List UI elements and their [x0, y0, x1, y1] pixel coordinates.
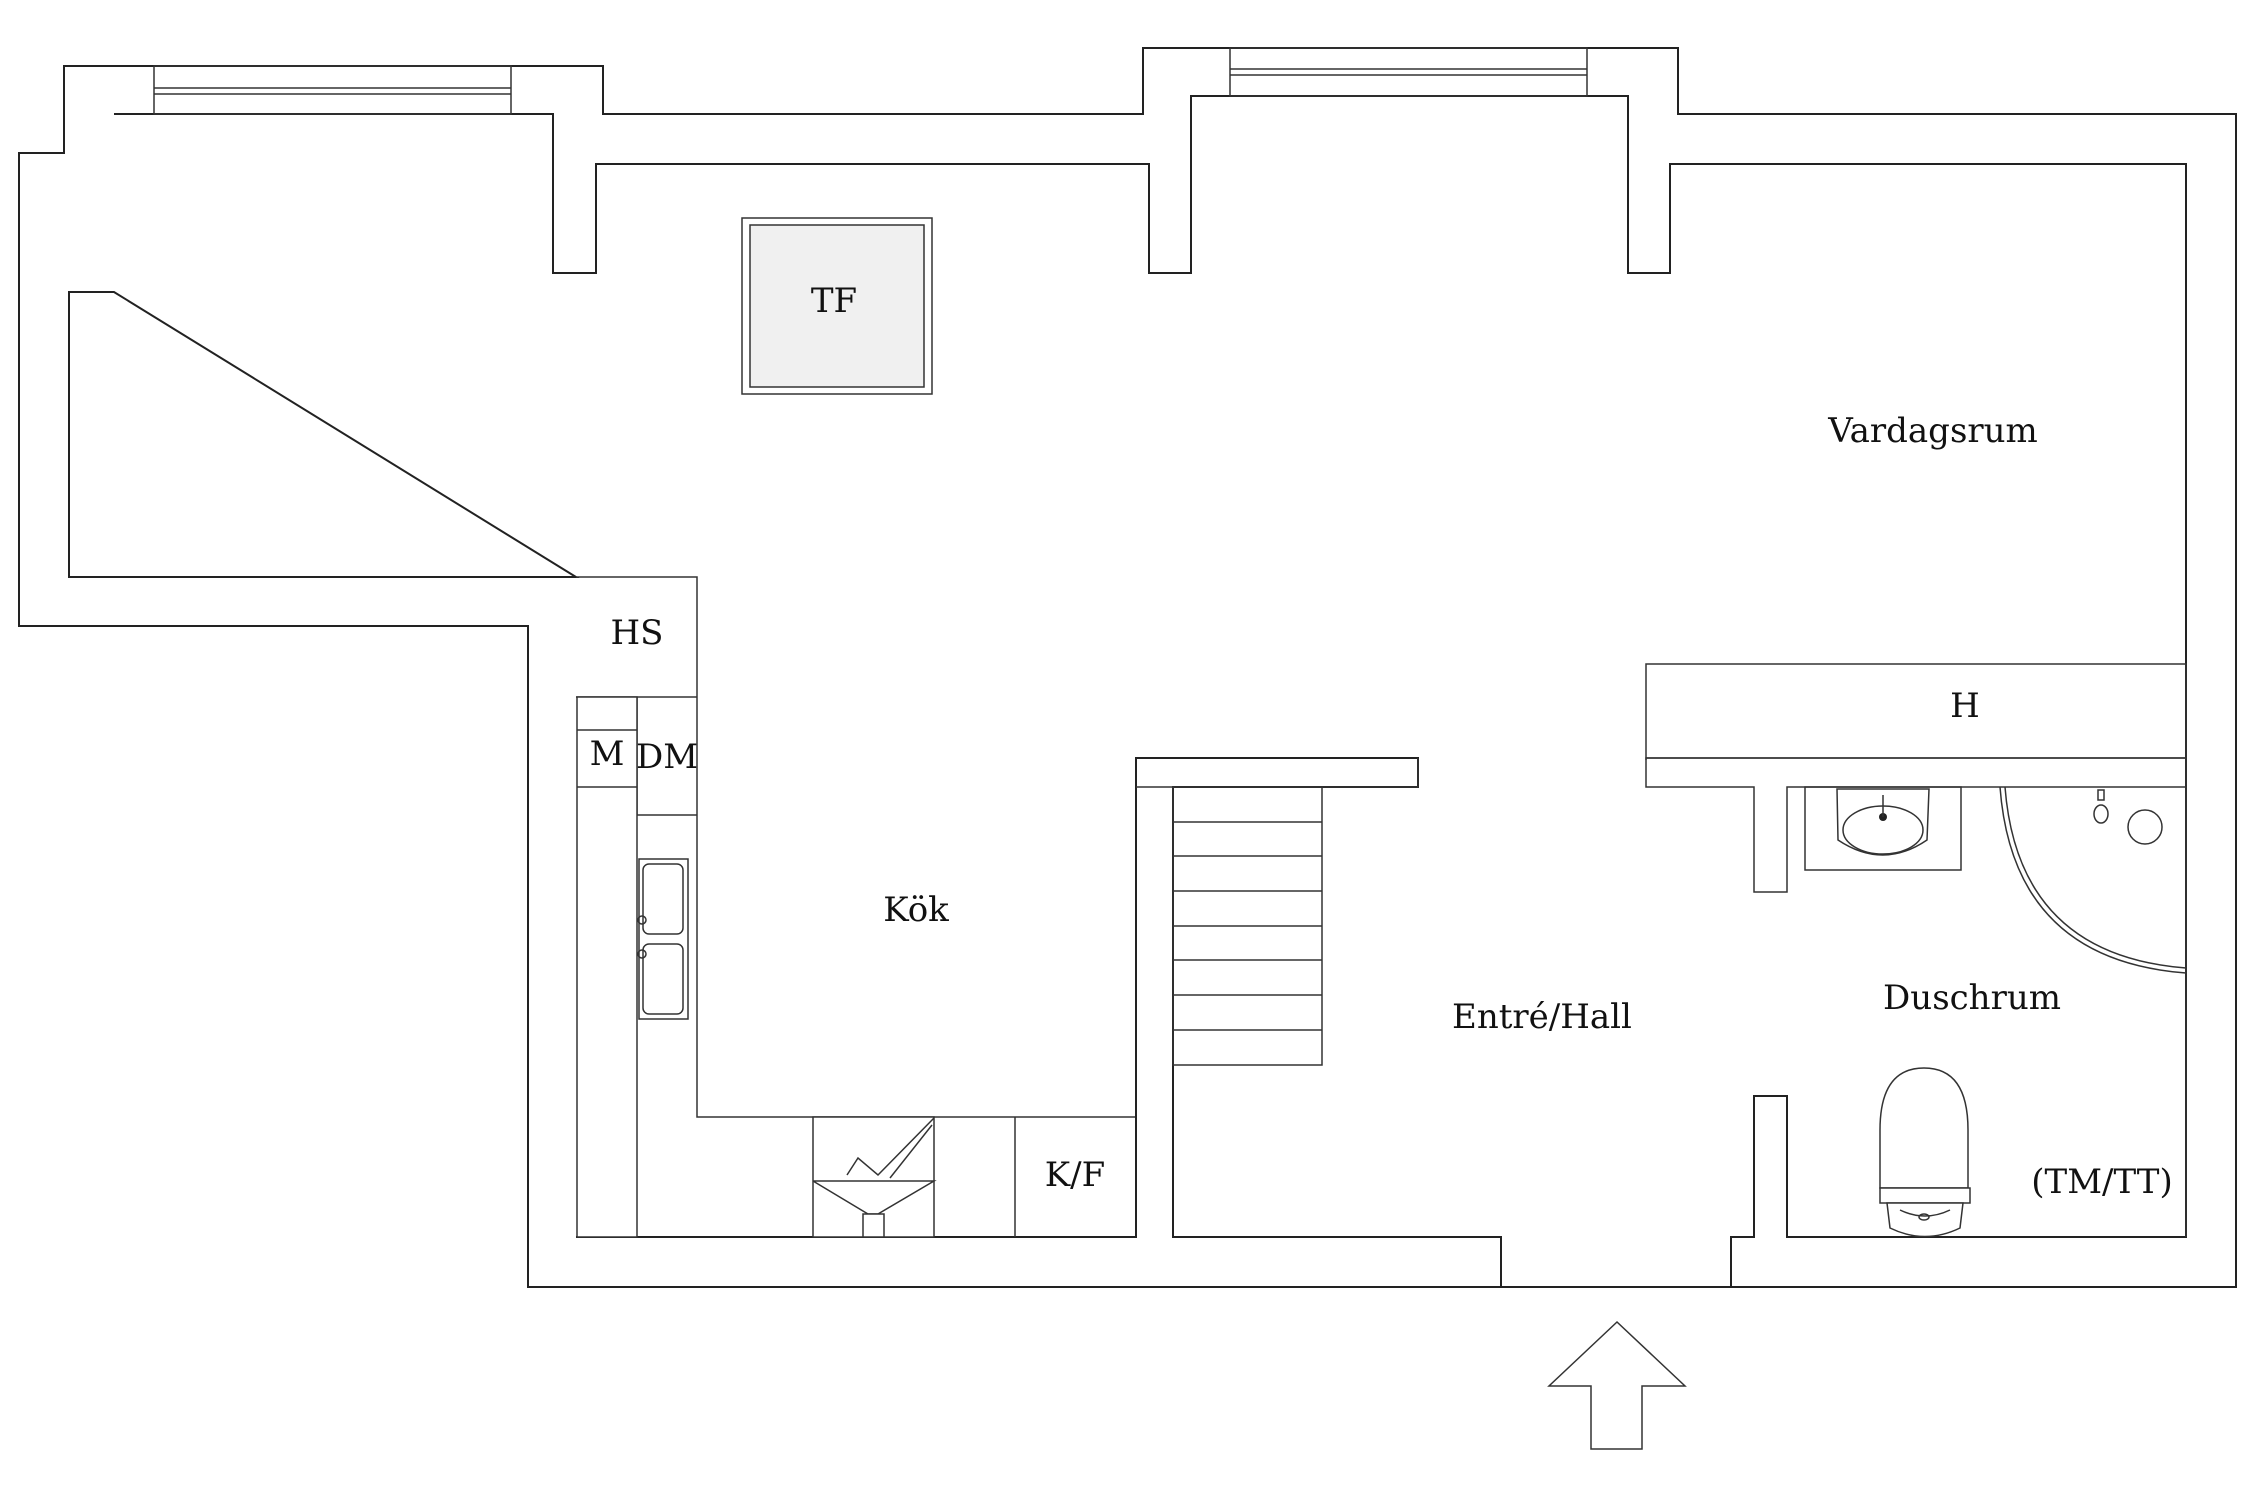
- fixture-label-tm-tt: (TM/TT): [2031, 1162, 2172, 1202]
- hall-partition: [1136, 758, 1419, 788]
- fixture-label-h: H: [1950, 686, 1980, 726]
- inner-wall: [68, 95, 2187, 1287]
- washbasin-counter: [1804, 786, 1962, 871]
- skylight: [741, 217, 933, 395]
- room-label-vardagsrum: Vardagsrum: [1827, 411, 2038, 451]
- fixture-label-dm: DM: [636, 737, 698, 777]
- fixture-label-m: M: [590, 734, 625, 774]
- kitchen-tall-unit: [576, 696, 638, 1238]
- kitchen-wall: [576, 576, 1135, 1118]
- window-left: [153, 65, 512, 115]
- kitchen-sink: [637, 858, 689, 1020]
- washbasin-icon: [1836, 788, 1930, 856]
- staircase: [1172, 786, 1323, 1066]
- toilet-icon: [1879, 1067, 1971, 1238]
- window-right: [1229, 47, 1588, 97]
- shower-icon: [1999, 786, 2187, 974]
- room-label-entre-hall: Entré/Hall: [1452, 997, 1632, 1037]
- bathroom-walls: [1645, 757, 2187, 893]
- outer-wall: [18, 47, 2237, 1288]
- fixture-label-kf: K/F: [1045, 1155, 1105, 1195]
- entrance-arrow-icon: [1547, 1320, 1687, 1450]
- room-label-duschrum: Duschrum: [1883, 978, 2061, 1018]
- fixture-label-tf: TF: [811, 281, 857, 321]
- fixture-label-hs: HS: [611, 613, 664, 653]
- h-closet: [1645, 663, 2187, 760]
- room-label-kok: Kök: [883, 890, 949, 930]
- stove-hood-icon: [812, 1116, 937, 1238]
